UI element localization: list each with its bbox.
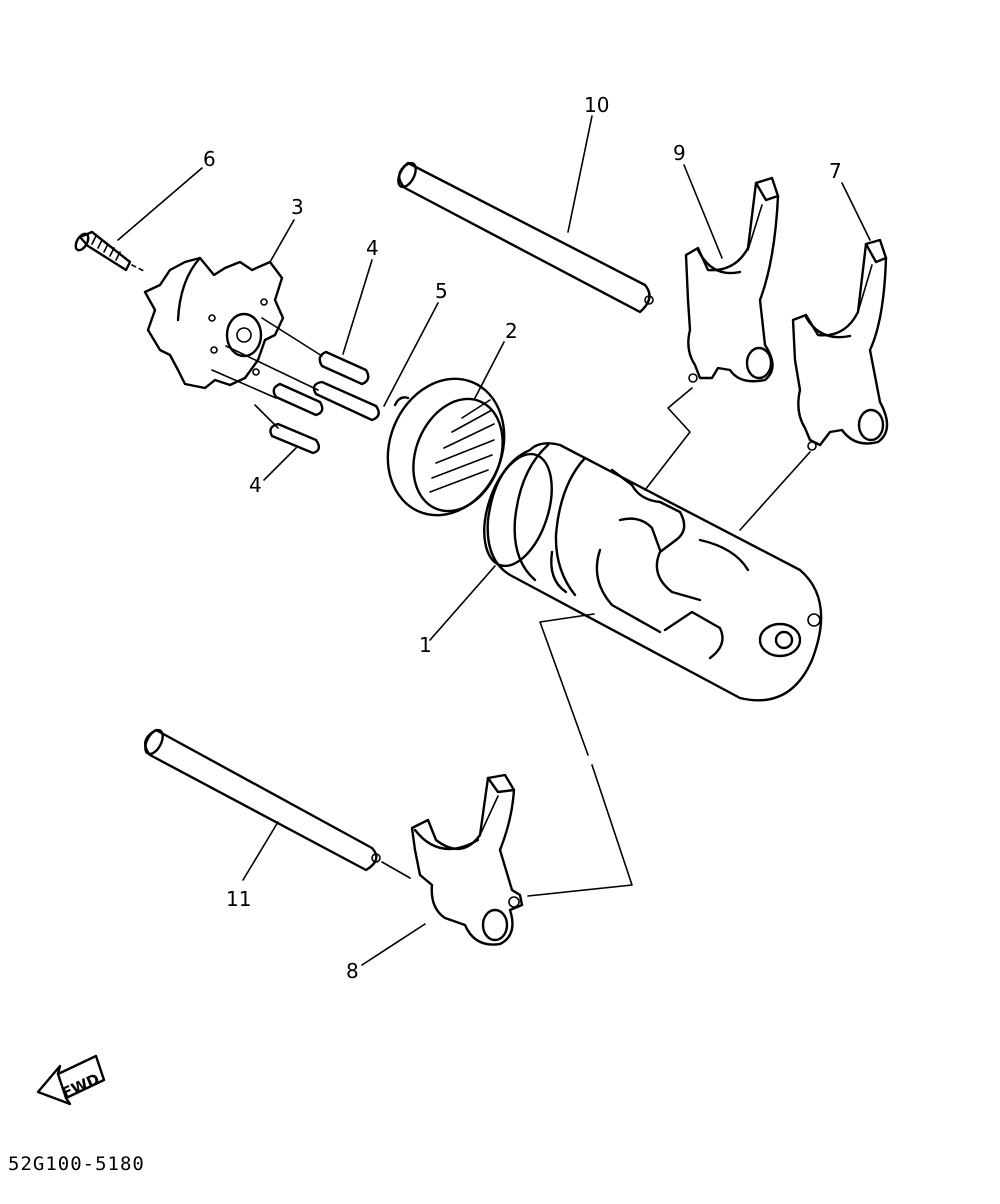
shift-fork-7 <box>791 238 889 451</box>
connection-lines <box>527 387 811 897</box>
fwd-arrow-icon: FWD <box>36 1054 106 1106</box>
diagram-code: 52G100-5180 <box>8 1153 145 1175</box>
label-part-10: 10 <box>584 93 609 117</box>
label-part-3: 3 <box>291 195 304 219</box>
screw <box>74 230 147 273</box>
shift-drum <box>483 442 823 702</box>
part-labels: 10 9 7 6 3 4 5 2 4 1 11 8 <box>203 93 842 983</box>
guide-bar-lower <box>144 728 411 879</box>
segment-star <box>143 256 285 390</box>
label-part-5: 5 <box>435 279 448 303</box>
shift-fork-9 <box>684 176 780 383</box>
guide-bar-upper <box>397 161 654 314</box>
label-part-2: 2 <box>505 319 518 343</box>
shift-fork-8 <box>410 773 524 946</box>
label-part-1: 1 <box>419 633 432 657</box>
label-part-7: 7 <box>829 159 842 183</box>
dowel-pins <box>211 317 380 455</box>
label-part-4-lower: 4 <box>249 473 262 497</box>
label-part-4-upper: 4 <box>366 236 379 260</box>
leader-lines <box>117 115 871 966</box>
label-part-8: 8 <box>346 959 359 983</box>
label-part-11: 11 <box>226 887 251 911</box>
bearing <box>386 377 506 517</box>
label-part-6: 6 <box>203 147 216 171</box>
label-part-9: 9 <box>673 141 686 165</box>
